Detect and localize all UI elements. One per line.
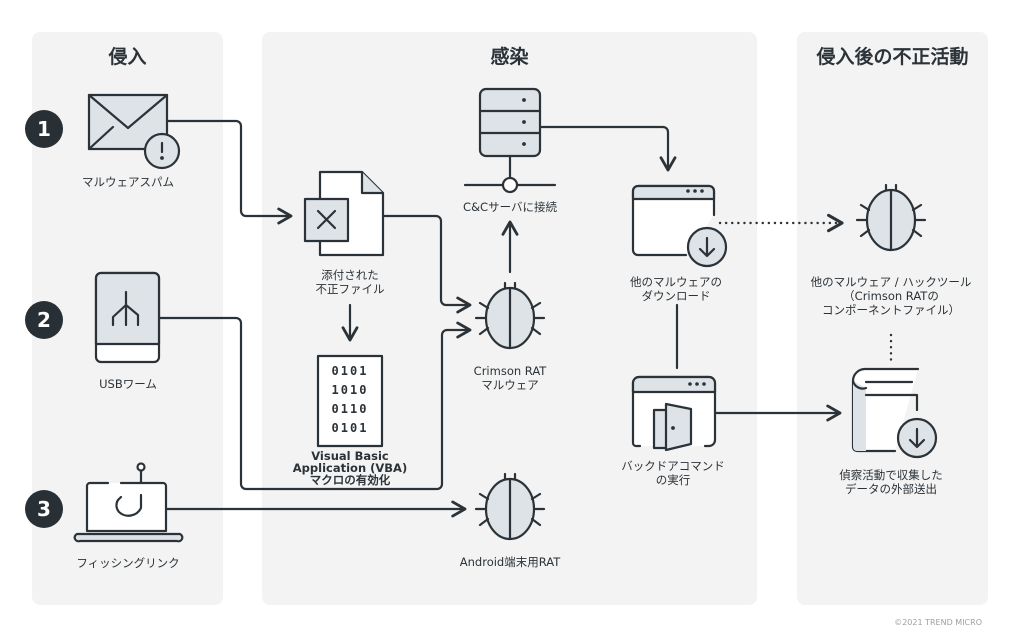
panel-title-post-intrusion: 侵入後の不正活動 — [816, 46, 969, 68]
label-line: Application (VBA) — [292, 461, 408, 475]
label-text: C&Cサーバに接続 — [463, 200, 557, 214]
label-text: フィッシングリンク — [76, 556, 180, 570]
step-number-1: 1 — [25, 110, 63, 148]
label-line: マクロの有効化 — [309, 473, 391, 487]
server-icon — [463, 87, 557, 194]
label-android-rat: Android端末用RAT — [460, 555, 560, 569]
binary-digits: 0101 1010 0110 0101 — [318, 362, 382, 438]
connectors — [158, 119, 893, 518]
label-cc-server: C&Cサーバに接続 — [463, 200, 557, 214]
label-other-malware: 他のマルウェア / ハックツール （Crimson RATの コンポーネントファ… — [811, 275, 972, 317]
binary-document-icon — [316, 354, 384, 448]
label-backdoor: バックドアコマンド の実行 — [621, 459, 725, 487]
label-line: （Crimson RATの — [843, 289, 939, 303]
connector-file-to-crimson — [381, 214, 472, 314]
label-line: 添付された — [321, 268, 379, 282]
label-phishing-link: フィッシングリンク — [76, 556, 179, 570]
label-line: 他のマルウェア / ハックツール — [810, 275, 972, 289]
label-line: データの外部送出 — [845, 482, 937, 496]
copyright: ©2021 TREND MICRO — [894, 618, 982, 627]
label-crimson-rat: Crimson RAT マルウェア — [474, 364, 547, 392]
laptop-hook-icon — [73, 462, 184, 543]
crimson-rat-bug-icon — [474, 281, 546, 350]
label-malware-spam: マルウェアスパム — [82, 175, 174, 189]
label-line: 他のマルウェアの — [630, 275, 722, 289]
label-line: マルウェア — [481, 378, 539, 392]
connector-spam-to-file — [165, 119, 293, 225]
label-line: Visual Basic — [311, 449, 389, 463]
android-rat-bug-icon — [474, 472, 546, 541]
label-attached-file: 添付された 不正ファイル — [316, 268, 385, 296]
attached-file-icon — [303, 170, 385, 257]
step-number-3: 3 — [25, 490, 63, 528]
label-download: 他のマルウェアの ダウンロード — [630, 275, 722, 303]
label-line: の実行 — [655, 473, 691, 487]
label-vba: Visual Basic Application (VBA) マクロの有効化 — [293, 450, 407, 486]
label-line: 不正ファイル — [315, 282, 385, 296]
usb-drive-icon — [94, 271, 161, 364]
backdoor-window-icon — [631, 375, 717, 452]
label-line: コンポーネントファイル） — [822, 303, 960, 317]
label-line: Crimson RAT — [473, 364, 547, 378]
label-text: Android端末用RAT — [459, 555, 561, 569]
label-line: ダウンロード — [641, 289, 711, 303]
label-exfiltration: 偵察活動で収集した データの外部送出 — [839, 468, 943, 496]
data-book-download-icon — [851, 367, 938, 459]
panel-title-infection: 感染 — [490, 46, 529, 68]
label-text: マルウェアスパム — [82, 175, 174, 189]
connector-usb-to-crimson — [158, 316, 472, 491]
panel-title-intrusion: 侵入 — [108, 46, 147, 68]
label-line: バックドアコマンド — [621, 459, 725, 473]
panel-post-intrusion: 侵入後の不正活動 — [797, 32, 988, 605]
download-window-icon — [631, 184, 728, 268]
label-text: USBワーム — [99, 377, 157, 391]
envelope-warning-icon — [87, 93, 181, 170]
binary-row: 1010 — [331, 383, 369, 397]
other-malware-bug-icon — [855, 183, 927, 252]
connector-cc-to-download — [538, 125, 677, 172]
binary-row: 0110 — [331, 402, 369, 416]
label-usb-worm: USBワーム — [99, 377, 157, 391]
binary-row: 0101 — [331, 364, 369, 378]
binary-row: 0101 — [331, 421, 369, 435]
label-line: 偵察活動で収集した — [839, 468, 943, 482]
step-number-2: 2 — [25, 301, 63, 339]
